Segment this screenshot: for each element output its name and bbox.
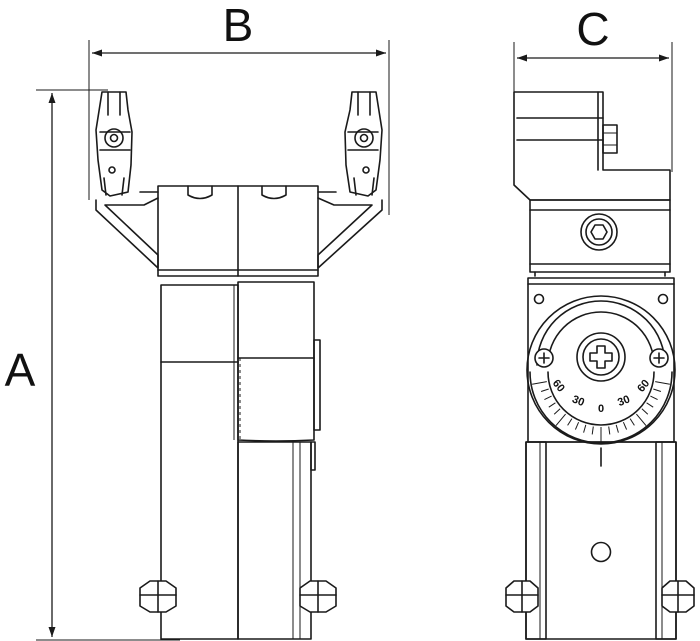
dial-tick <box>555 413 566 426</box>
front-top-bracket <box>95 185 383 277</box>
dial-tick <box>615 424 619 433</box>
dial-tick <box>540 388 549 392</box>
dial-tick <box>553 408 561 415</box>
dial-label-30-left: 30 <box>570 393 586 409</box>
front-left-nut <box>139 580 177 613</box>
side-middle-block <box>529 199 671 277</box>
dimension-label-a: A <box>5 344 36 396</box>
dial-tick <box>655 381 670 385</box>
dial-tick <box>548 402 556 408</box>
dimension-a: A <box>5 89 180 641</box>
dial-tick <box>641 408 649 415</box>
side-top-head <box>513 91 671 201</box>
dimension-label-b: B <box>223 0 254 51</box>
front-middle-block <box>233 281 321 442</box>
side-left-nut <box>505 580 539 613</box>
dial-tick <box>636 413 647 426</box>
dial-tick <box>650 395 658 401</box>
dial-tick <box>622 422 628 430</box>
side-view: 60 30 0 30 60 <box>505 91 695 640</box>
front-right-clamp <box>344 91 383 197</box>
dial-label-0: 0 <box>598 403 604 415</box>
dial-tick <box>646 402 654 408</box>
dial-label-30-right: 30 <box>616 393 632 409</box>
dial-tick <box>629 418 635 426</box>
side-right-nut <box>661 580 695 613</box>
dimension-c: C <box>513 3 673 172</box>
front-left-clamp <box>95 91 133 197</box>
dial-tick <box>591 426 594 435</box>
dial-tick <box>583 424 587 433</box>
dial-ticks <box>532 381 670 442</box>
dial-tick <box>574 422 580 430</box>
dial-tick <box>608 426 611 435</box>
front-right-nut <box>299 580 337 613</box>
dial-tick <box>653 388 662 392</box>
dial-tick <box>532 381 547 385</box>
dimension-label-c: C <box>576 3 609 55</box>
dial-tick <box>567 418 573 426</box>
dimension-b: B <box>88 0 390 215</box>
front-lower-body <box>160 284 316 640</box>
dial-tick <box>544 395 552 401</box>
side-lower-body <box>525 441 677 640</box>
side-dial-housing: 60 30 0 30 60 <box>526 277 676 467</box>
front-view <box>95 91 383 640</box>
